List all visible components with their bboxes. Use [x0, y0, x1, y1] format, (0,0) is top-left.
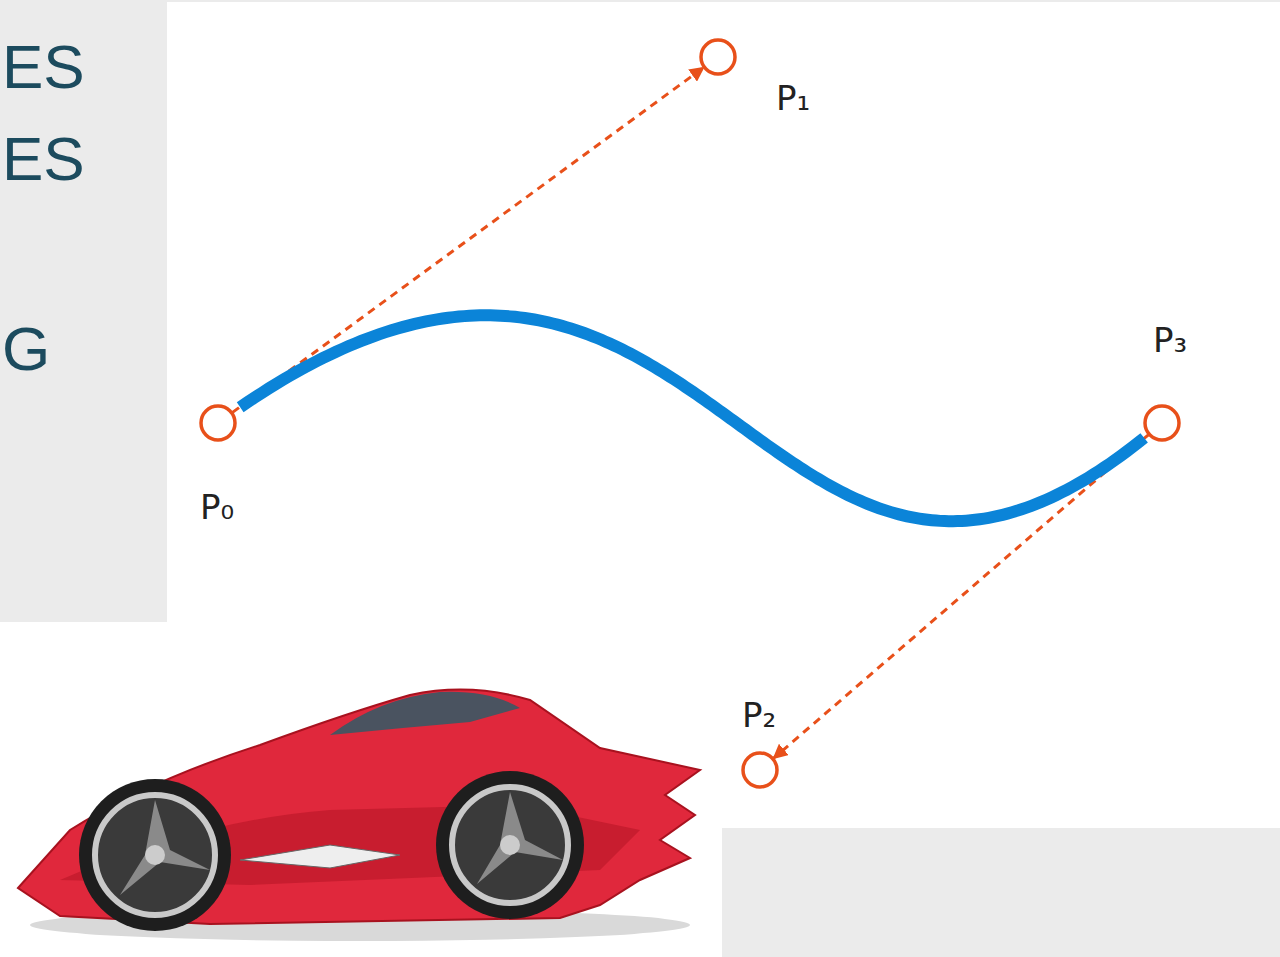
point-label: P₀	[200, 490, 240, 524]
title-fragment: G	[2, 318, 50, 380]
control-point: P₁	[698, 37, 738, 77]
control-point: P₂	[740, 750, 780, 790]
car-wheel	[436, 771, 584, 919]
point-circle	[740, 750, 780, 790]
title-fragment-text: ES	[2, 128, 85, 190]
point-circle	[1142, 403, 1182, 443]
point-label: P₃	[1153, 323, 1193, 357]
title-fragment-text: ES	[2, 36, 85, 98]
title-fragment: ES	[2, 36, 85, 98]
point-circle	[198, 403, 238, 443]
car-illustration	[0, 622, 722, 957]
point-label: P₁	[776, 81, 816, 115]
control-point: P₀	[198, 403, 238, 443]
bezier-curve	[240, 315, 1144, 521]
title-fragment: ES	[2, 128, 85, 190]
car-body	[18, 690, 700, 924]
car-side-vent	[240, 845, 400, 868]
point-circle	[698, 37, 738, 77]
title-fragment-text: G	[2, 318, 50, 380]
photo-ground	[0, 622, 722, 957]
car-wheel	[79, 779, 231, 931]
car-cockpit	[330, 692, 520, 735]
point-label: P₂	[742, 698, 782, 732]
control-point: P₃	[1142, 403, 1182, 443]
